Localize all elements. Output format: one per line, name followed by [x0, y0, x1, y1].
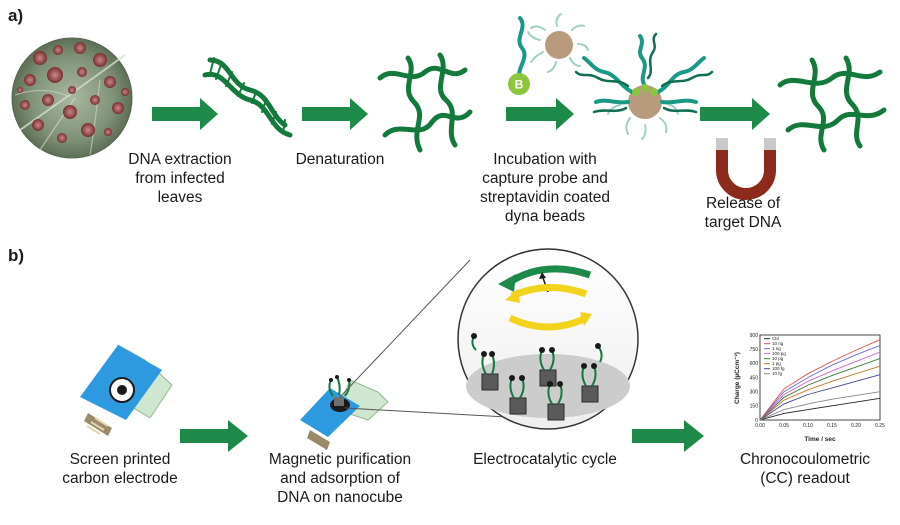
released-dna-icon [777, 55, 887, 153]
chart-series-line [759, 397, 881, 421]
caption-line: from infected [135, 170, 225, 187]
caption-line: DNA extraction [128, 151, 232, 168]
caption-line: Chronocoulometric [739, 451, 871, 468]
chart-legend-label: 10 ng [772, 341, 784, 346]
chart-series-line [759, 344, 881, 421]
chart-x-tick-label: 0.10 [803, 423, 813, 429]
arrow-a2 [302, 98, 368, 130]
chart-legend-label: 100 fg [772, 366, 785, 371]
step-b4-caption: Chronocoulometric (CC) readout [735, 450, 875, 488]
chart-series-line [759, 339, 881, 421]
chart-y-tick-label: 150 [750, 404, 759, 410]
caption-line: carbon electrode [62, 470, 178, 487]
infected-leaf-image [11, 37, 133, 159]
caption-line: dyna beads [504, 208, 586, 225]
caption-line: Denaturation [295, 151, 385, 168]
caption-line: Release of [705, 195, 781, 212]
chart-legend-label: 100 pg [772, 351, 786, 356]
arrow-b2 [632, 420, 704, 452]
step-a1-caption: DNA extraction from infected leaves [120, 150, 240, 207]
caption-line: Screen printed [69, 451, 171, 468]
chart-y-tick-label: 900 [750, 333, 759, 339]
caption-line: leaves [157, 189, 203, 206]
caption-line: and adsorption of [280, 470, 400, 487]
caption-line: DNA on nanocube [277, 489, 403, 506]
nanocube-array-icon [471, 333, 603, 421]
bead-probe-complex-icon [574, 32, 714, 140]
chart-y-tick-label: 450 [750, 375, 759, 381]
chart-y-tick-label: 0 [755, 418, 758, 424]
chart-series-line [759, 391, 881, 421]
capture-probe-icon: B [508, 16, 530, 95]
caption-line: Electrocatalytic cycle [473, 451, 617, 468]
chart-legend-label: 1 ng [772, 346, 781, 351]
chart-series-line [759, 374, 881, 421]
biotin-label: B [515, 78, 524, 92]
chart-plot-area [759, 334, 881, 421]
chart-series-line [759, 351, 881, 421]
step-a3-caption: Incubation with capture probe and strept… [470, 150, 620, 226]
arrow-a3 [506, 98, 574, 130]
caption-line: (CC) readout [760, 470, 850, 487]
panel-b-label: b) [8, 246, 25, 265]
chart-y-tick-label: 300 [750, 389, 759, 395]
single-strand-dna-icon [377, 52, 473, 153]
chart-series-line [759, 358, 881, 421]
caption-line: streptavidin coated [479, 189, 611, 206]
streptavidin-bead-icon [527, 13, 589, 73]
chart-series-line [759, 365, 881, 421]
caption-line: capture probe and [482, 170, 608, 187]
step-b1-caption: Screen printed carbon electrode [50, 450, 190, 488]
electrode-with-nanocube-icon [300, 375, 389, 450]
chart-legend-label: Ctrl [772, 336, 779, 341]
arrow-b1 [180, 420, 248, 452]
caption-line: target DNA [704, 214, 782, 231]
chart-x-tick-label: 0.05 [779, 423, 789, 429]
arrow-a1 [152, 98, 218, 130]
biotin-icon [508, 73, 530, 95]
zoom-line-top [339, 259, 471, 398]
caption-line: Magnetic purification [268, 451, 412, 468]
chart-y-axis-label: Charge (µCcm⁻²) [734, 352, 741, 404]
chart-legend-label: 1 pg [772, 361, 781, 366]
step-a4-caption: Release of target DNA [688, 194, 798, 232]
dna-double-helix-icon [202, 57, 293, 138]
chart-x-tick-label: 0.15 [827, 423, 837, 429]
step-a2-caption: Denaturation [285, 150, 395, 169]
step-b2-caption: Magnetic purification and adsorption of … [255, 450, 425, 507]
screen-printed-electrode-icon [80, 344, 173, 436]
chart-legend-label: 10 pg [772, 356, 784, 361]
chart-x-tick-label: 0.00 [755, 423, 765, 429]
chart-legend-label: 10 fg [772, 371, 783, 376]
panel-a-label: a) [8, 6, 24, 25]
magnet-icon [716, 138, 776, 200]
chart-y-tick-label: 600 [750, 361, 759, 367]
arrow-a4 [700, 98, 770, 130]
step-b3-caption: Electrocatalytic cycle [460, 450, 630, 469]
electrocatalytic-cycle-zoom [457, 248, 639, 430]
caption-line: Incubation with [493, 151, 597, 168]
chart-x-tick-label: 0.20 [851, 423, 861, 429]
chart-x-tick-label: 0.25 [875, 423, 885, 429]
chart-x-axis-label: Time / sec [804, 436, 836, 443]
cc-readout-chart: 0.00 0.05 0.10 0.15 0.20 0.25 0 150 300 450 600 75… [734, 333, 885, 443]
chart-y-tick-label: 750 [750, 347, 759, 353]
